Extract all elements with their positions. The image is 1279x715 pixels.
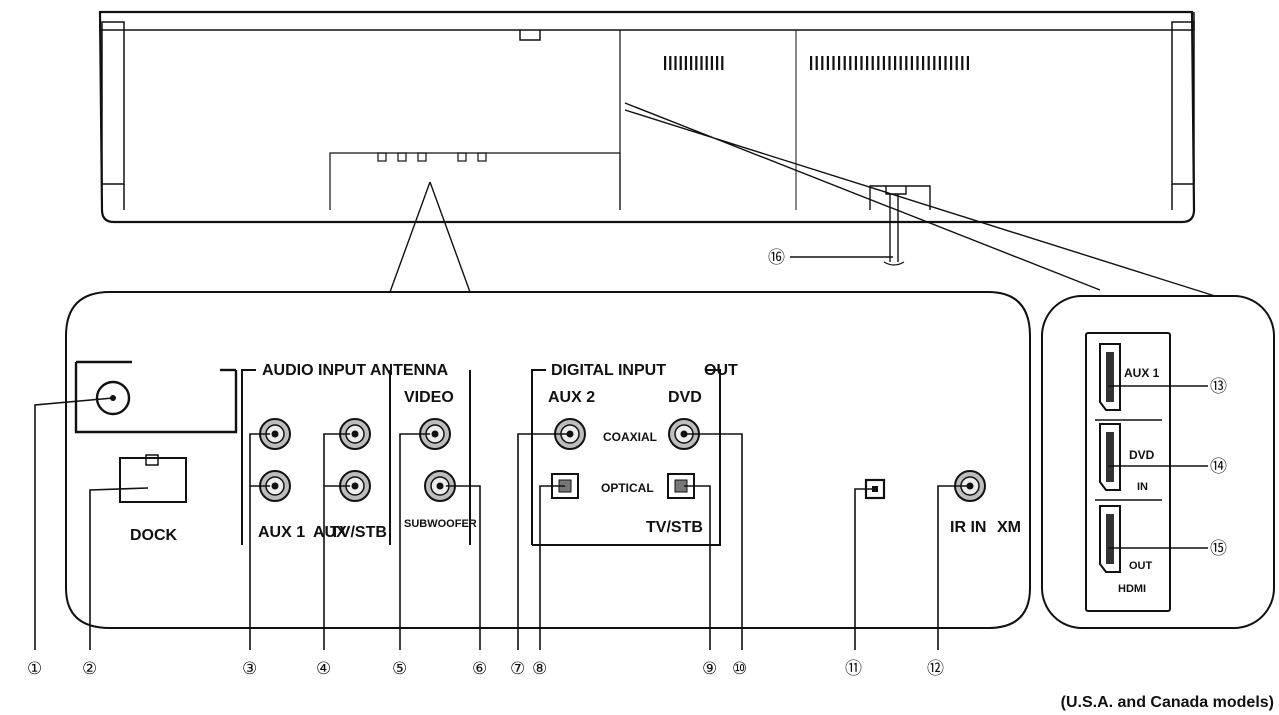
callout-15: ⑮ xyxy=(1210,539,1227,558)
vent-slot xyxy=(838,56,841,70)
antenna-label: ANTENNA xyxy=(370,362,449,379)
callout-5: ⑤ xyxy=(392,659,407,678)
vent-slot xyxy=(888,56,891,70)
footer-note: (U.S.A. and Canada models) xyxy=(1061,694,1274,711)
vent-slot xyxy=(679,56,682,70)
vent-slot xyxy=(674,56,677,70)
callout-13: ⑬ xyxy=(1210,377,1227,396)
tv-stb-digital-label: TV/STB xyxy=(646,519,703,536)
rca-jack xyxy=(339,470,371,502)
callout-14: ⑭ xyxy=(1210,457,1227,476)
hdmi-out-label: OUT xyxy=(1129,560,1153,572)
vent-slot xyxy=(866,56,869,70)
callout-1: ① xyxy=(27,659,42,678)
hdmi-in-label: IN xyxy=(1137,481,1148,493)
vent-slot xyxy=(710,56,713,70)
vent-slot xyxy=(927,56,930,70)
hdmi-label: HDMI xyxy=(1118,583,1146,595)
digital-input-label: DIGITAL INPUT xyxy=(551,362,666,379)
callout-4: ④ xyxy=(316,659,331,678)
vent-slot xyxy=(933,56,936,70)
vent-slot xyxy=(916,56,919,70)
hdmi-port xyxy=(1099,505,1121,573)
aux2-label: AUX 2 xyxy=(548,389,595,406)
vent-slot xyxy=(860,56,863,70)
callout-6: ⑥ xyxy=(472,659,487,678)
callout-3: ③ xyxy=(242,659,257,678)
vent-slot xyxy=(944,56,947,70)
callout-10: ⑩ xyxy=(732,659,747,678)
vent-slots-large xyxy=(810,56,969,70)
vent-slot xyxy=(871,56,874,70)
video-label: VIDEO xyxy=(404,389,454,406)
coaxial-label: COAXIAL xyxy=(603,430,657,444)
zoom-panel xyxy=(65,291,1031,629)
vent-slot xyxy=(695,56,698,70)
vent-slot xyxy=(669,56,672,70)
hdmi-panel xyxy=(1041,295,1275,629)
vent-slot xyxy=(882,56,885,70)
vent-slot xyxy=(810,56,813,70)
vent-slot xyxy=(690,56,693,70)
vent-slot xyxy=(950,56,953,70)
out-label: OUT xyxy=(704,362,738,379)
aux1-label: AUX 1 xyxy=(258,524,305,541)
vent-slot xyxy=(705,56,708,70)
vent-slot xyxy=(832,56,835,70)
dvd-label: DVD xyxy=(668,389,702,406)
vent-slot xyxy=(899,56,902,70)
vent-slot xyxy=(721,56,724,70)
optical-label: OPTICAL xyxy=(601,481,654,495)
vent-slot xyxy=(664,56,667,70)
callout-8: ⑧ xyxy=(532,659,547,678)
ir-in-label: IR IN xyxy=(950,519,986,536)
rca-jack xyxy=(554,418,586,450)
callout-2: ② xyxy=(82,659,97,678)
audio-input-label: AUDIO INPUT xyxy=(262,362,366,379)
dock-label: DOCK xyxy=(130,527,178,544)
vent-slot xyxy=(700,56,703,70)
callout-16: ⑯ xyxy=(768,248,785,267)
tv-stb-audio-label: TV/STB xyxy=(330,524,387,541)
callout-12: ⑫ xyxy=(927,659,944,678)
callout-11: ⑪ xyxy=(845,659,862,678)
callout-9: ⑨ xyxy=(702,659,717,678)
vent-slot xyxy=(894,56,897,70)
aux-label: AUX xyxy=(313,524,347,541)
xm-label: XM xyxy=(997,519,1021,536)
vent-slot xyxy=(910,56,913,70)
hdmi-port xyxy=(1099,343,1121,411)
rca-jack xyxy=(259,418,291,450)
vent-slot xyxy=(961,56,964,70)
vent-slot xyxy=(684,56,687,70)
vent-slot xyxy=(905,56,908,70)
vent-slot xyxy=(877,56,880,70)
vent-slots-small xyxy=(664,56,724,70)
vent-slot xyxy=(843,56,846,70)
vent-slot xyxy=(821,56,824,70)
hdmi-aux1-label: AUX 1 xyxy=(1124,366,1160,380)
vent-slot xyxy=(955,56,958,70)
vent-slot xyxy=(854,56,857,70)
rca-jack xyxy=(259,470,291,502)
vent-slot xyxy=(849,56,852,70)
subwoofer-label: SUBWOOFER xyxy=(404,518,477,530)
hdmi-port xyxy=(1099,423,1121,491)
vent-slot xyxy=(922,56,925,70)
vent-slot xyxy=(938,56,941,70)
rca-jack xyxy=(424,470,456,502)
vent-slot xyxy=(716,56,719,70)
unit-body xyxy=(98,10,1196,266)
hdmi-ports xyxy=(1099,343,1121,573)
callout-7: ⑦ xyxy=(510,659,525,678)
vent-slot xyxy=(815,56,818,70)
vent-slot xyxy=(826,56,829,70)
rca-jack xyxy=(339,418,371,450)
leader-lines xyxy=(34,256,1208,650)
vent-slot xyxy=(966,56,969,70)
hdmi-dvd-label: DVD xyxy=(1129,448,1155,462)
